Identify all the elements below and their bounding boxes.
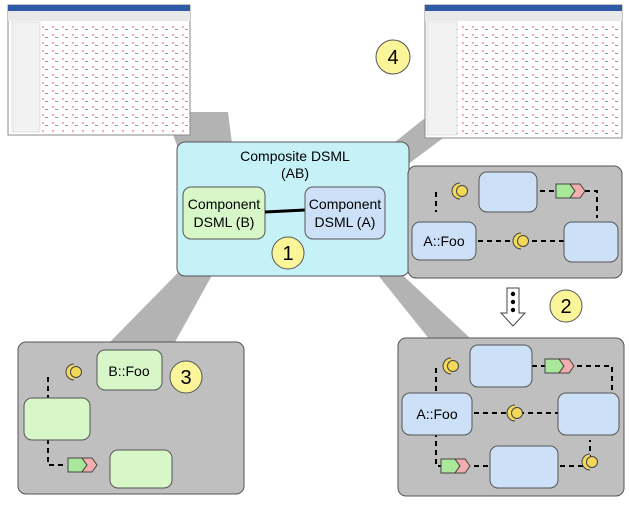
composite-title-line2: (AB) [281,165,309,181]
component-b-line1: Component [188,196,260,212]
composite-title-line1: Composite DSML [240,148,350,164]
component-dsml-b[interactable] [182,186,266,240]
marker-2 [549,289,583,323]
component-a-line2: DSML (A) [315,214,376,230]
b-foo-label: B::Foo [108,363,149,379]
a-foo-bottom-label: A::Foo [416,406,457,422]
marker-3 [169,360,203,394]
marker-3-label: 3 [180,367,191,389]
panel-a-foo-bottom [397,337,625,497]
component-link [264,208,306,214]
panel-a-foo-top [407,165,623,279]
screenshot-left [7,4,191,136]
component-dsml-a[interactable] [304,186,386,240]
panel-b-foo [17,341,245,495]
component-a-line1: Component [309,196,381,212]
marker-1 [271,236,305,270]
screenshot-right [424,4,623,139]
marker-1-label: 1 [282,243,293,265]
marker-4-label: 4 [387,47,398,69]
marker-4 [375,39,411,75]
marker-2-label: 2 [560,296,571,318]
component-b-line2: DSML (B) [194,214,255,230]
a-foo-top-label: A::Foo [423,233,464,249]
down-arrow [499,287,527,327]
